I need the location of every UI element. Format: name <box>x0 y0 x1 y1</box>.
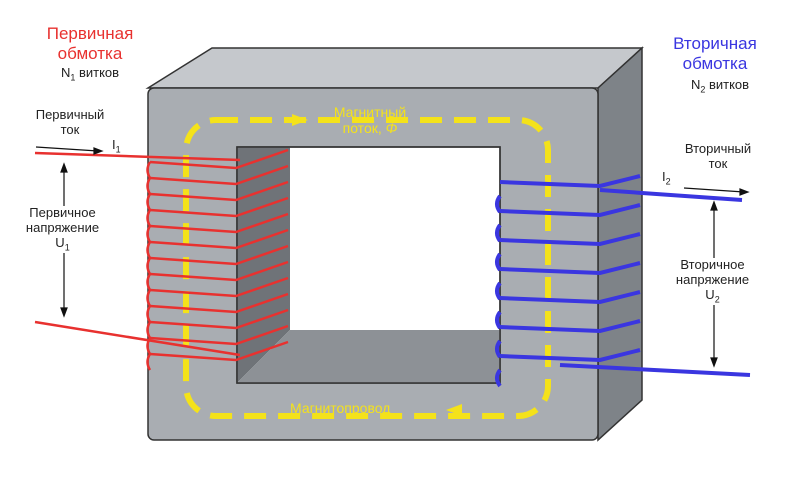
n1-sub: 1 <box>70 72 76 83</box>
flux-symbol: Φ <box>385 120 398 137</box>
primary-coil-turn <box>146 196 289 227</box>
secondary-current-line2: ток <box>708 155 728 171</box>
primary-coil-turn <box>146 276 289 307</box>
i1-symbol: I1 <box>112 137 121 155</box>
window-inner-bottom <box>237 330 500 383</box>
primary-coil-turn <box>146 228 289 259</box>
primary-coil-turn <box>146 340 289 371</box>
primary-coil-turn <box>146 148 289 179</box>
primary-current-arrow <box>35 146 99 152</box>
primary-coil-turn <box>146 292 289 323</box>
i2-symbol: I2 <box>662 169 671 187</box>
secondary-voltage-line2: напряжение <box>675 271 750 287</box>
secondary-current-line1: Вторичный <box>684 141 752 156</box>
secondary-lead-bottom <box>559 363 751 377</box>
u1-sub: 1 <box>64 242 70 253</box>
flux-line1: Магнитный <box>333 104 407 120</box>
primary-voltage-line1: Первичное <box>29 205 96 220</box>
primary-coil-turn <box>146 308 289 339</box>
u2-letter: U <box>705 286 715 302</box>
i2-sub: 2 <box>665 176 671 187</box>
secondary-current-arrow <box>683 187 745 193</box>
primary-current-line2: ток <box>60 121 80 137</box>
secondary-coil-turn <box>495 174 641 214</box>
i1-letter: I <box>112 137 116 152</box>
primary-coil-turn <box>146 164 289 195</box>
primary-current-line1: Первичный <box>35 107 105 122</box>
n2-symbol: N <box>690 77 701 92</box>
primary-coil-turn <box>146 212 289 243</box>
u2-sub: 2 <box>714 294 720 305</box>
primary-coil-turn <box>146 244 289 275</box>
flux-arrow-bottom <box>446 404 462 416</box>
n2-sub: 2 <box>700 84 706 95</box>
primary-title-line2: обмотка <box>57 43 123 63</box>
u1-letter: U <box>55 234 65 250</box>
n1-label: витков <box>78 65 120 80</box>
secondary-coil <box>495 174 641 388</box>
primary-lead-top <box>34 151 241 162</box>
secondary-title-line1: Вторичная <box>673 34 757 53</box>
core-label: Магнитопровод <box>290 400 391 416</box>
n1-symbol: N <box>60 65 71 80</box>
secondary-coil-turn <box>495 261 641 301</box>
secondary-coil-turn <box>495 203 641 243</box>
n2-label: витков <box>708 77 750 92</box>
flux-arrow-top <box>292 114 308 126</box>
primary-title-line1: Первичная <box>46 24 134 43</box>
secondary-coil-turn <box>495 319 641 359</box>
primary-coil-turn <box>146 180 289 211</box>
primary-coil <box>146 148 289 371</box>
secondary-lead-top <box>599 188 743 202</box>
secondary-title-line2: обмотка <box>682 53 748 73</box>
i2-letter: I <box>662 169 666 184</box>
flux-line2: поток, <box>342 120 382 137</box>
secondary-voltage-line1: Вторичное <box>680 257 745 272</box>
flux-path <box>183 117 551 419</box>
primary-turns: N1 витков <box>30 65 150 83</box>
primary-lead-bottom <box>34 320 241 357</box>
secondary-turns: N2 витков <box>665 77 775 95</box>
primary-voltage-line2: напряжение <box>25 219 100 235</box>
primary-coil-turn <box>146 324 289 355</box>
secondary-coil-turn <box>495 290 641 330</box>
primary-coil-turn <box>146 260 289 291</box>
secondary-coil-turn <box>495 232 641 272</box>
i1-sub: 1 <box>115 144 121 155</box>
core-top-face <box>145 47 644 89</box>
secondary-coil-turn <box>495 348 641 388</box>
